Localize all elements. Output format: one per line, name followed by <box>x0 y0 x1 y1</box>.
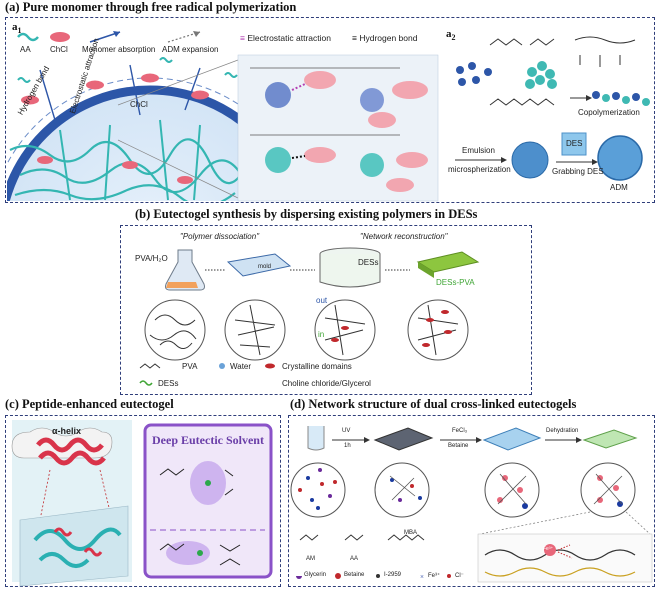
copolymer-dots <box>592 91 650 106</box>
label-pva-h2o: PVA/H₂O <box>135 254 168 263</box>
interaction-cell-3 <box>265 147 336 173</box>
label-adm: ADM <box>610 183 628 192</box>
legend-fe: Fe³⁺ <box>428 573 441 579</box>
label-uv: UV <box>342 428 351 434</box>
panel-a <box>5 17 655 203</box>
label-dess-pva: DESs-PVA <box>436 278 475 287</box>
label-deep-eutectic-solvent: Deep Eutectic Solvent <box>152 433 264 447</box>
aa-monomer-icon <box>17 32 39 42</box>
label-polymer-dissociation: "Polymer dissociation" <box>180 232 260 241</box>
label-fe-center: Fe³⁺ <box>543 546 554 552</box>
teal-cluster <box>525 61 557 89</box>
label-out: out <box>316 296 328 305</box>
label-network-reconstruction: "Network reconstruction" <box>360 232 448 241</box>
label-dehydration: Dehydration <box>546 428 579 434</box>
b-graphic <box>139 247 480 386</box>
section-d-title: (d) Network structure of dual cross-link… <box>290 397 577 411</box>
legend-hydrogen-bond: ≡ Hydrogen bond <box>352 33 418 43</box>
legend-chcl: ChCl <box>50 45 68 54</box>
a2-graphic <box>455 36 650 181</box>
legend-i2959: I-2959 <box>384 572 402 578</box>
a1-interactions-panel <box>237 54 439 202</box>
legend-betaine: Betaine <box>344 572 365 578</box>
legend-dess: DESs <box>158 379 179 388</box>
legend-mba: MBA <box>404 530 418 536</box>
label-microspherization: microspherization <box>448 165 511 174</box>
label-alpha-helix: α-helix <box>52 426 82 436</box>
label-des: DES <box>566 139 583 148</box>
chcl-icon <box>50 32 70 42</box>
label-in: in <box>318 330 325 339</box>
label-fecl3: FeCl₃ <box>452 428 468 434</box>
legend-electrostatic-attraction: ≡ Electrostatic attraction <box>240 33 331 43</box>
panel-d <box>288 415 655 587</box>
legend-glycerin: Glycerin <box>304 572 327 578</box>
a1-sphere-graphic <box>7 57 239 201</box>
legend-am: AM <box>306 556 315 562</box>
sphere-label-chcl: ChCl <box>130 100 148 109</box>
legend-monomer-absorption: Monomer absorption <box>82 45 156 54</box>
label-emulsion: Emulsion <box>462 146 495 155</box>
a1-legend-graphics <box>17 31 201 43</box>
monomer-dots <box>456 62 492 86</box>
section-b-title: (b) Eutectogel synthesis by dispersing e… <box>135 207 478 221</box>
section-a-title: (a) Pure monomer through free radical po… <box>5 0 297 14</box>
interaction-cell-1 <box>265 71 336 108</box>
a1-label: a1 <box>12 21 22 36</box>
legend-crystalline: Crystalline domains <box>282 362 352 371</box>
svg-text:×: × <box>420 573 424 581</box>
legend-aa: AA <box>20 45 31 54</box>
interaction-cell-4 <box>360 152 428 192</box>
legend-pva: PVA <box>182 362 198 371</box>
legend-water: Water <box>230 362 252 371</box>
label-uv-time: 1h <box>344 443 351 449</box>
legend-cl: Cl⁻ <box>455 573 464 579</box>
panel-b <box>120 225 532 395</box>
label-betaine-step: Betaine <box>448 443 469 449</box>
interaction-cell-2 <box>360 81 428 128</box>
label-mold: mold <box>258 264 272 270</box>
panel-c <box>5 415 281 587</box>
label-copolymerization: Copolymerization <box>578 108 640 117</box>
legend-adm-expansion: ADM expansion <box>162 45 219 54</box>
section-c-title: (c) Peptide-enhanced eutectogel <box>5 397 174 411</box>
adm-expansion-arrow <box>167 31 201 43</box>
circle-dots <box>298 468 623 510</box>
label-grabbing-des: Grabbing DES <box>552 167 604 176</box>
legend-choline: Choline chloride/Glycerol <box>282 379 371 388</box>
a2-label: a2 <box>446 28 456 43</box>
legend-aa-d: AA <box>350 556 359 562</box>
label-dess: DESs <box>358 258 379 267</box>
